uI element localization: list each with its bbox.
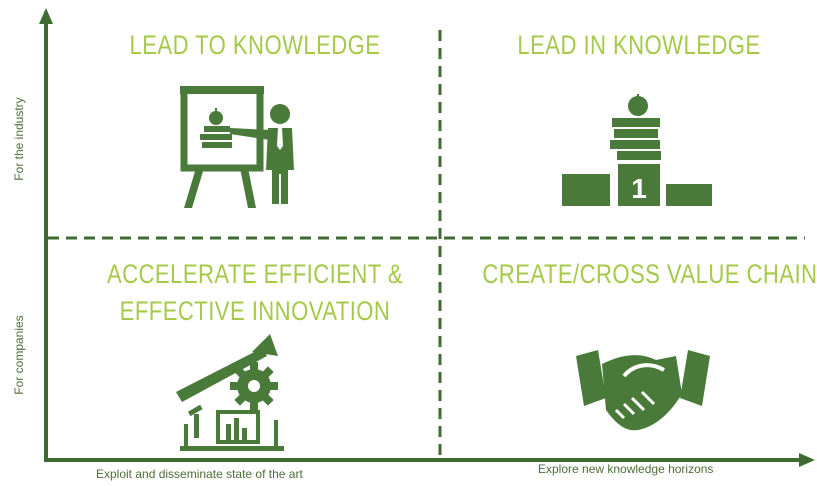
presentation-teacher-icon [180, 86, 294, 208]
quadrant-title-bottom-left-line1: ACCELERATE EFFICIENT & [106, 259, 404, 289]
quadrant-title-top-left: LEAD TO KNOWLEDGE [129, 30, 381, 60]
podium-number: 1 [631, 173, 647, 204]
x-axis-label-right: Explore new knowledge horizons [538, 462, 714, 476]
innovation-machinery-icon [176, 334, 284, 451]
quadrant-title-top-right: LEAD IN KNOWLEDGE [517, 30, 761, 60]
handshake-icon [576, 350, 710, 431]
quadrant-title-bottom-left-line2: EFFECTIVE INNOVATION [119, 296, 391, 326]
podium-first-place-icon: 1 [562, 94, 712, 206]
y-axis-label-upper: For the industry [12, 97, 26, 181]
x-axis-label-left: Exploit and disseminate state of the art [96, 467, 303, 481]
quadrant-title-bottom-right: CREATE/CROSS VALUE CHAINS [482, 259, 817, 289]
x-axis-arrowhead [799, 453, 815, 467]
y-axis-label-lower: For companies [12, 315, 26, 395]
y-axis-arrowhead [39, 8, 53, 24]
